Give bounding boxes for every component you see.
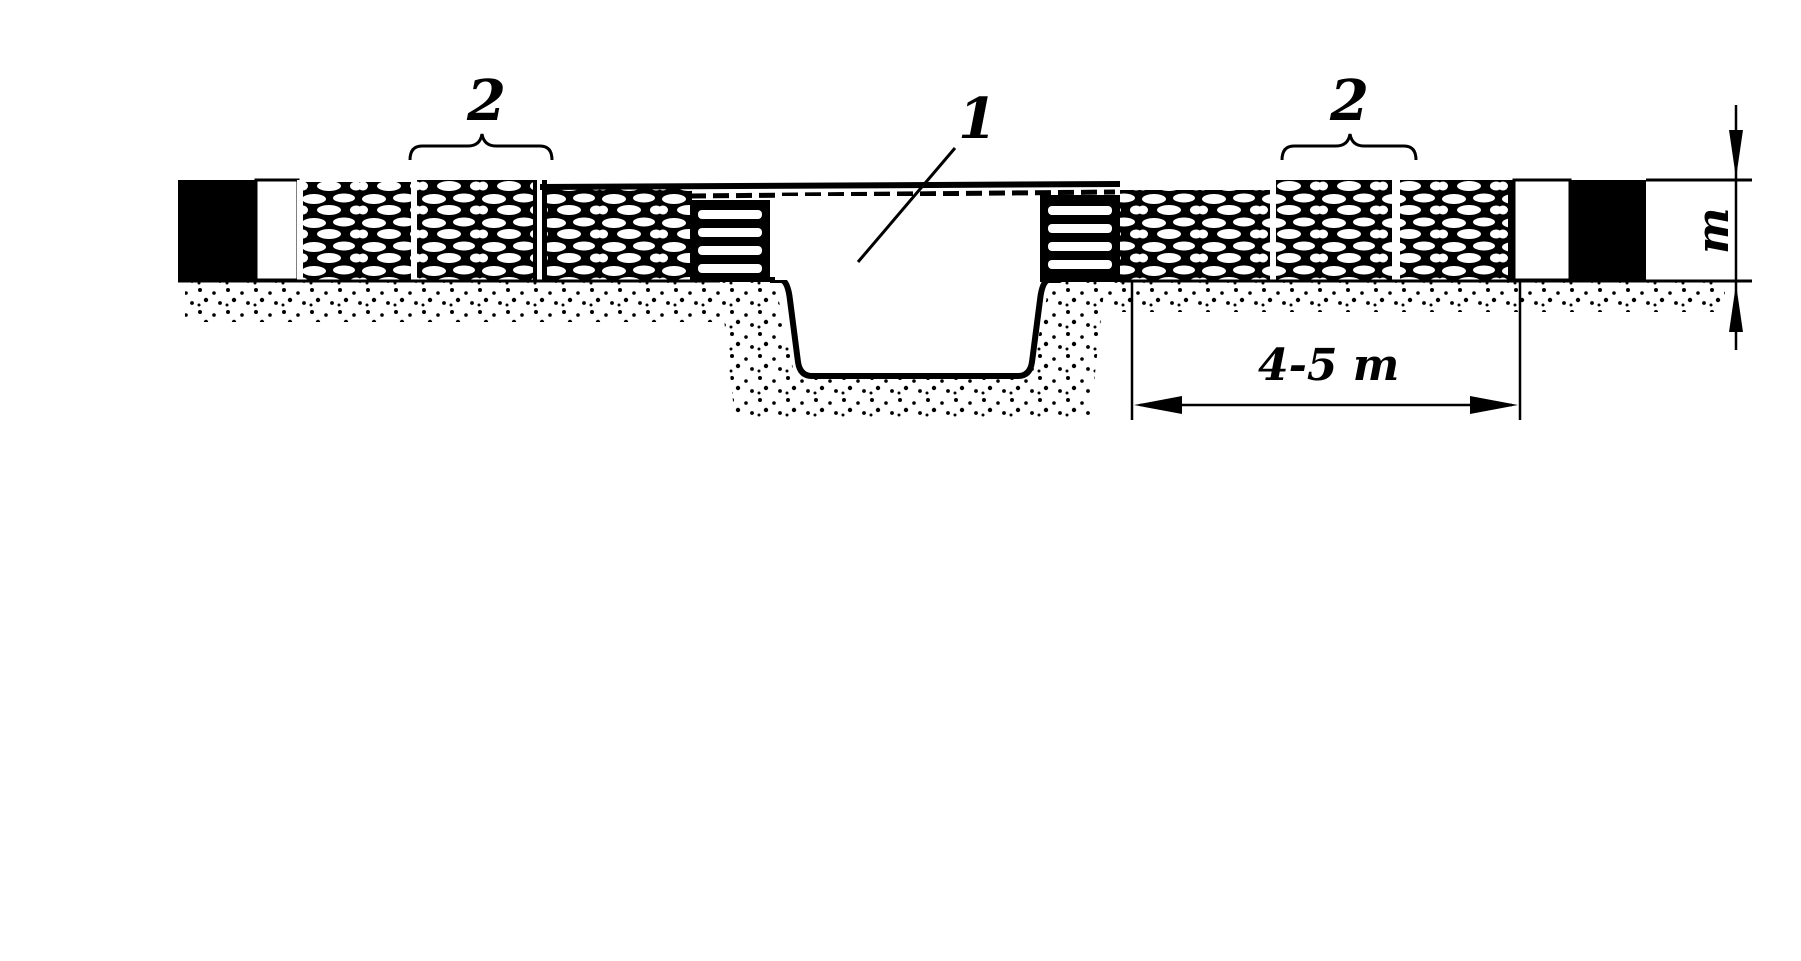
height-dimension xyxy=(1729,105,1743,350)
roof-line xyxy=(539,181,1121,199)
seam-boundaries xyxy=(178,178,1752,283)
label-height: m xyxy=(1688,207,1739,254)
label-1-leader xyxy=(856,147,957,263)
lining-right xyxy=(1040,195,1120,282)
rubble-pack-right xyxy=(1120,180,1514,280)
bracket-left xyxy=(408,133,554,161)
gateway-outline xyxy=(770,277,1060,379)
span-dimension xyxy=(1130,282,1522,420)
lining-left xyxy=(690,200,770,282)
rubble-pack-left xyxy=(297,180,692,280)
label-entry: 1 xyxy=(958,86,997,152)
floor-ground xyxy=(185,282,1725,420)
label-pack-right: 2 xyxy=(1329,68,1369,134)
coal-seam-right xyxy=(1512,178,1646,282)
label-span: 4-5 m xyxy=(1258,340,1399,391)
gateway-opening xyxy=(775,196,1045,280)
label-pack-left: 2 xyxy=(466,68,506,134)
bracket-right xyxy=(1280,133,1418,161)
coal-seam-left xyxy=(178,178,300,282)
